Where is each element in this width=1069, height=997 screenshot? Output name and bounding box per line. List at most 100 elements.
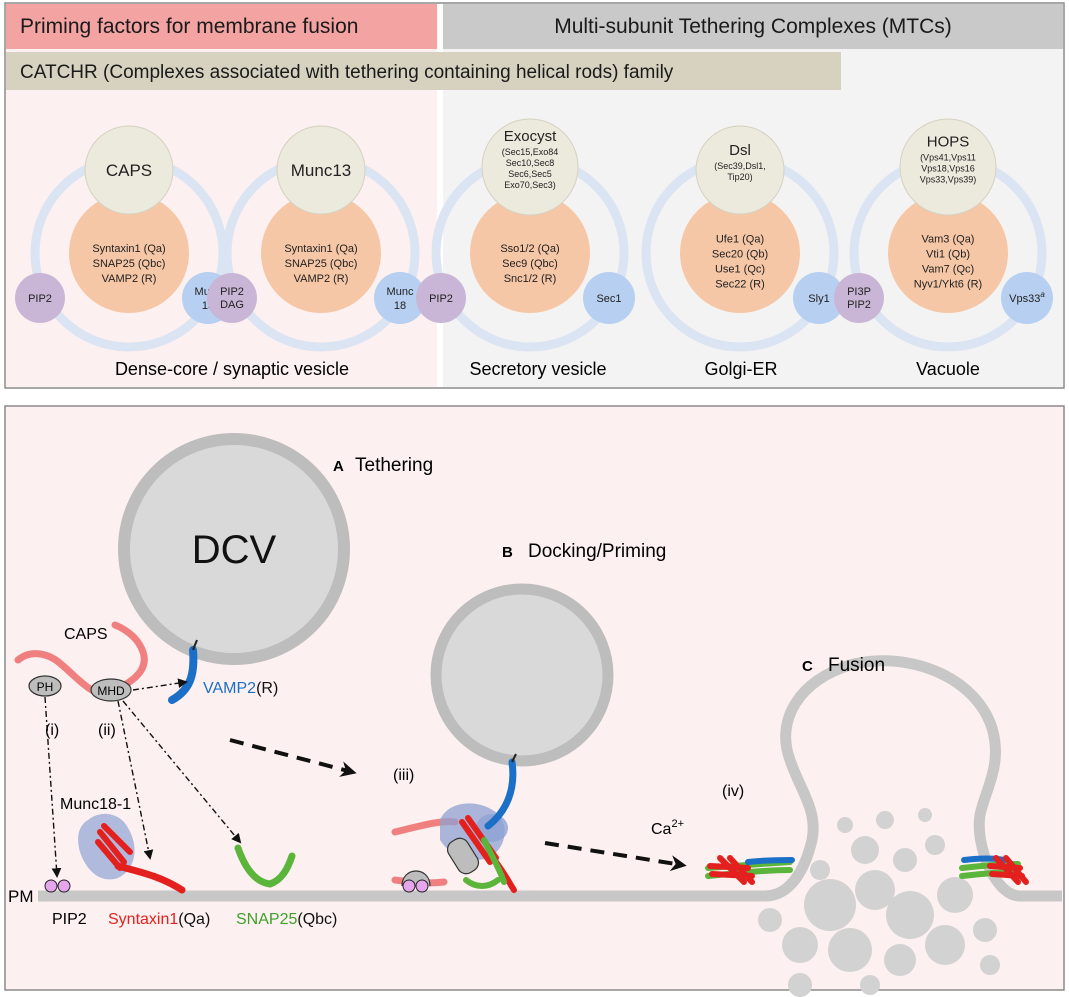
lipid-circle [834,273,884,323]
vamp2-label: VAMP2(R) [203,680,278,697]
vamp2-helix-dcv-tip [192,639,198,651]
bottom-panel: DCV A Tethering B Docking/Priming C Fusi… [4,405,1065,997]
docking-vesicle [430,583,614,767]
catchr-band [6,52,841,90]
dcv-vesicle [118,433,350,665]
interaction-arrow-vamp2 [132,678,188,691]
dock-to-fusion-arrow [544,841,687,872]
dense-core-label: Dense-core / synaptic vesicle [115,359,349,379]
tethering-factor-name: Dsl [729,142,751,159]
ph-label: PH [37,680,54,694]
mhd-docked [446,837,480,875]
step-c-letter: C [802,658,813,675]
snare-entry-line: Vti1 (Qb) [926,249,970,261]
tethering-subunit-line: Exo70,Sec3) [504,180,556,190]
step-a-text: Tethering [355,455,433,476]
label-ii: (ii) [98,722,116,739]
sm-protein-name: Sec1 [596,293,621,305]
lipid-line: PIP2 [847,299,871,311]
lipid-line: PIP2 [429,293,453,305]
ph-domain [28,675,62,697]
fusion-content-granules [758,808,1000,997]
step-a-letter: A [333,458,344,475]
secretory-label: Secretory vesicle [469,359,606,379]
lipid-line: PIP2 [28,293,52,305]
snare-entry-line: Vam7 (Qc) [922,264,974,276]
snare-circle [69,193,189,313]
syntaxin1-label: Syntaxin1(Qa) [108,911,210,928]
mtc-header-bar [443,4,1063,49]
tethering-subunit-line: (Vps41,Vps11 [920,153,976,163]
tethering-subunit-line: (Sec39,Dsl1, [714,161,766,171]
tethering-subunit-line: Sec6,Sec5 [508,169,552,179]
tethering-factor-name: Exocyst [504,128,557,145]
munc18-1-shape [78,813,135,880]
snap25-label: SNAP25(Qbc) [236,911,337,928]
complex-dsl: Dsl(Sec39,Dsl1,Tip20)Ufe1 (Qa)Sec20 (Qb)… [641,125,845,352]
snare-bundle-left [705,855,795,885]
vacuole-label: Vacuole [916,359,980,379]
snare-entry-line: SNAP25 (Qbc) [93,258,166,270]
step-b-letter: B [502,544,513,561]
tethering-factor-circle [695,125,785,215]
tethering-factor-name: CAPS [106,161,152,180]
sm-protein-circle [583,272,635,324]
label-iv: (iv) [722,783,744,800]
snare-entry-line: Syntaxin1 (Qa) [92,243,165,255]
tethering-factor-circle [276,125,366,215]
lipid-line: DAG [220,299,244,311]
pip2-docked [402,879,429,893]
tethering-subunit-line: Sec10,Sec8 [506,158,555,168]
snap25-docked [463,837,507,889]
tethering-factor-circle [899,118,997,216]
sm-protein-circle [374,272,426,324]
tethering-subunit-line: (Sec15,Exo84 [502,147,559,157]
pip2-lipids [44,879,71,893]
snare-entry-line: Sso1/2 (Qa) [500,243,559,255]
munc18-docked-blob [476,814,508,842]
lipid-line: PIP2 [220,286,244,298]
tethering-factor-name: HOPS [927,134,970,151]
pip2-label: PIP2 [52,911,87,928]
docked-complex [391,753,517,893]
snare-entry-line: Sec9 (Qbc) [502,258,558,270]
dcv-label: DCV [192,528,277,572]
interaction-arrow-snap25 [122,700,242,844]
sm-protein-line: 18 [394,300,406,312]
caps-label: CAPS [64,626,108,643]
snare-entry-line: Sec22 (R) [715,279,765,291]
lipid-line: PI3P [847,286,871,298]
sm-protein-circle [1001,272,1053,324]
snare-entry-line: Use1 (Qc) [715,264,765,276]
top-panel: Priming factors for membrane fusion Mult… [4,2,1065,389]
munc18-1-label: Munc18-1 [60,796,131,813]
tethering-factor-name: Munc13 [291,161,351,180]
vamp2-helix-dcv [168,646,198,704]
vamp2-docked [484,758,517,830]
top-panel-frame [4,2,1065,389]
tether-to-dock-arrow [229,738,357,777]
complex-exocyst: Exocyst (Sec15,Exo84Sec10,Sec8Sec6,Sec5Ex… [416,118,635,352]
snap25-free [234,844,296,888]
pm-label: PM [8,887,34,906]
snare-bundle-right [959,855,1029,885]
lipid-circle [15,273,65,323]
snare-entry-line: Syntaxin1 (Qa) [284,243,357,255]
snare-entry-line: Ufe1 (Qa) [716,234,764,246]
snare-entry-line: Snc1/2 (R) [504,273,557,285]
golgi-label: Golgi-ER [704,359,777,379]
snare-entry-line: Nyv1/Ykt6 (R) [914,279,982,291]
sm-protein-name: Vps33a [1009,290,1045,305]
tethering-subunit-line: Vps18,Vps16 [921,164,975,174]
lipid-circle [416,273,466,323]
interaction-arrow-ii [117,700,154,860]
syntaxin1-closed [95,823,186,894]
sm-protein-name: Sly1 [808,293,829,305]
tethering-subunit-line: Tip20) [727,172,752,182]
snare-circle [680,193,800,313]
sm-protein-circle [793,272,845,324]
mhd-label: MHD [97,684,125,698]
